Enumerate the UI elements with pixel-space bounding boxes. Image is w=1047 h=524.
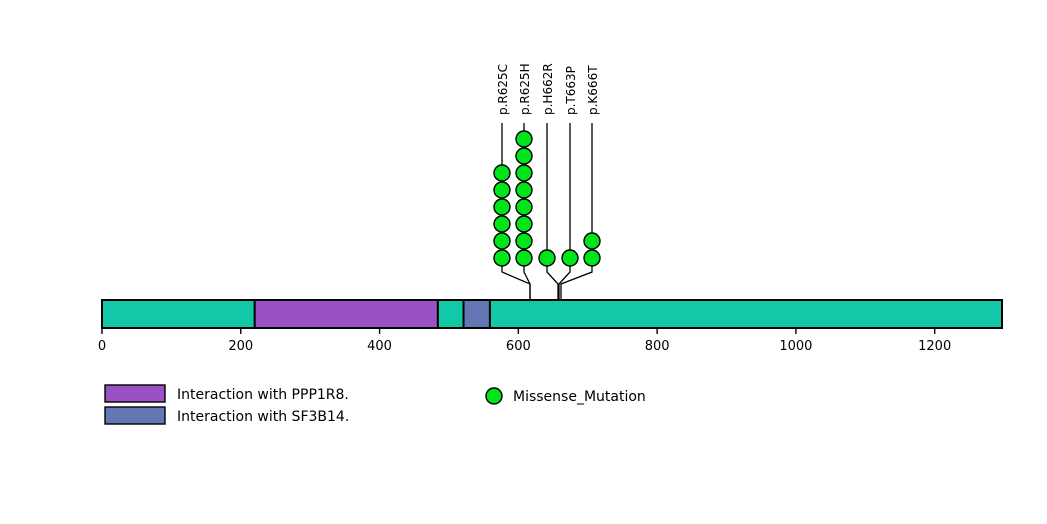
x-axis: 0 200 400 600 800 1000 1200 — [98, 328, 951, 354]
mutation-marker — [515, 181, 533, 199]
mutation-marker — [515, 147, 533, 165]
mutation-marker — [515, 215, 533, 233]
mutation-marker — [515, 198, 533, 216]
protein-backbone — [101, 299, 1003, 329]
domain-layer — [253, 299, 491, 329]
legend-domain-entries: Interaction with PPP1R8. Interaction with… — [104, 384, 349, 425]
mutation-marker — [515, 164, 533, 182]
mutation-marker — [538, 249, 556, 267]
mutation-label-pt663p: p.T663P — [564, 66, 578, 115]
axis-tick-label: 400 — [367, 339, 392, 354]
protein-domain-1 — [253, 299, 439, 329]
lollipop-stem — [558, 123, 571, 300]
mutation-label-layer: p.R625C p.R625H p.H662R p.T663P p.K666T — [496, 63, 600, 115]
axis-tick-label: 600 — [506, 339, 531, 354]
mutation-marker — [493, 215, 511, 233]
lollipop-layer — [493, 123, 601, 300]
mutation-marker — [493, 164, 511, 182]
protein-domain-2 — [462, 299, 491, 329]
missense-mutation-legend-marker — [485, 387, 503, 405]
axis-tick-label: 200 — [228, 339, 253, 354]
lollipop-stem — [560, 123, 593, 300]
legend-swatch-2 — [104, 406, 166, 425]
mutation-label-pr625h: p.R625H — [518, 63, 532, 115]
legend-label-domain-2: Interaction with SF3B14. — [177, 409, 349, 425]
protein-backbone-group — [101, 299, 1003, 329]
mutation-marker — [515, 130, 533, 148]
mutation-marker — [583, 232, 601, 250]
legend-label-domain-1: Interaction with PPP1R8. — [177, 387, 349, 403]
legend: Interaction with PPP1R8. Interaction with… — [104, 384, 646, 425]
mutation-marker — [561, 249, 579, 267]
axis-tick-label: 1200 — [918, 339, 951, 354]
mutation-marker — [515, 232, 533, 250]
legend-label-missense-mutation: Missense_Mutation — [513, 389, 646, 405]
legend-swatch-1 — [104, 384, 166, 403]
mutation-marker — [583, 249, 601, 267]
mutation-label-ph662r: p.H662R — [541, 63, 555, 115]
mutation-marker — [493, 249, 511, 267]
mutation-marker — [515, 249, 533, 267]
mutation-label-pr625c: p.R625C — [496, 64, 510, 115]
axis-tick-group: 0 200 400 600 800 1000 1200 — [98, 328, 951, 354]
mutation-marker — [493, 232, 511, 250]
lollipop-stem — [546, 123, 559, 300]
legend-mutation-entry: Missense_Mutation — [485, 387, 646, 405]
axis-tick-label: 0 — [98, 339, 106, 354]
mutation-label-pk666t: p.K666T — [586, 65, 600, 115]
mutation-marker — [493, 181, 511, 199]
axis-tick-label: 1000 — [779, 339, 812, 354]
mutation-marker — [493, 198, 511, 216]
axis-tick-label: 800 — [645, 339, 670, 354]
